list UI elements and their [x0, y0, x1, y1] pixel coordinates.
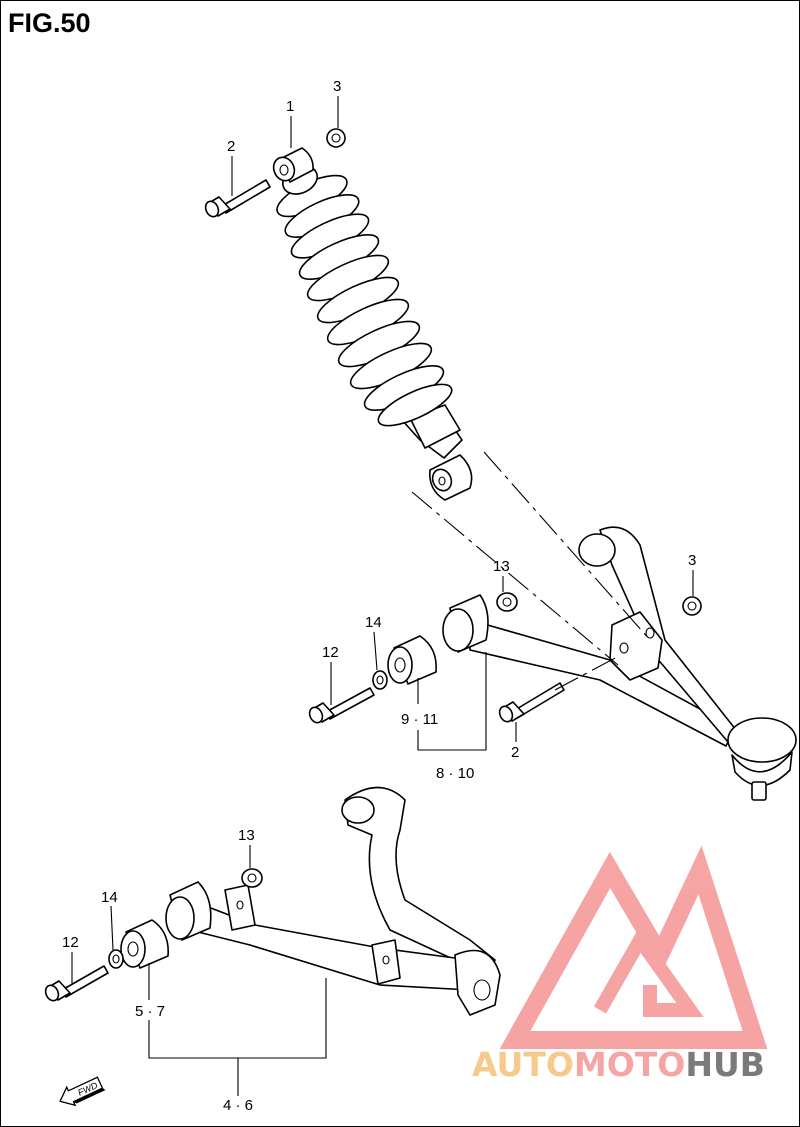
lower-arm-bushing: [120, 919, 169, 969]
shock-nut: [326, 128, 346, 148]
callout-labels: 1 3 2 3 13 14 12 9 · 11 2 8 · 10 13 14 1…: [62, 78, 696, 1114]
callout-lower-bolt-12: 12: [62, 934, 79, 951]
callout-lower-washer-14: 14: [101, 889, 118, 906]
upper-arm-bolt: [498, 682, 565, 723]
upper-arm-shock-bracket: [609, 611, 663, 681]
watermark-hub: HUB: [685, 1045, 765, 1084]
upper-arm-washer-14: [372, 670, 388, 690]
watermark-moto: MOTO: [574, 1045, 685, 1084]
lower-arm-bracket-front: [224, 884, 256, 931]
watermark-text: AUTOMOTOHUB: [472, 1045, 765, 1084]
watermark-g-shape: [593, 927, 704, 1017]
watermark-triangle: [499, 845, 768, 1049]
lower-arm-ball-joint-end: [454, 949, 501, 1016]
leader-lines: [71, 96, 694, 1096]
callout-shock-bolt: 2: [227, 138, 235, 155]
callout-upper-bushing: 9 · 11: [401, 711, 438, 728]
callout-upper-washer-14: 14: [365, 614, 382, 631]
callout-shock-nut: 3: [333, 78, 341, 95]
shock-bolt: [204, 179, 271, 218]
callout-upper-nut: 3: [688, 552, 696, 569]
upper-control-arm: [442, 526, 797, 801]
upper-arm-nut: [682, 596, 702, 616]
callout-lower-nut-13: 13: [238, 827, 255, 844]
callout-upper-nut-13: 13: [493, 558, 510, 575]
callout-lower-arm: 4 · 6: [223, 1097, 253, 1114]
lower-arm-nut-13: [241, 868, 263, 888]
lower-control-arm: [165, 786, 501, 1016]
upper-arm-nut-13: [496, 592, 518, 612]
upper-arm-bolt-12: [308, 687, 375, 724]
fwd-arrow-icon: [59, 1076, 104, 1107]
shock-coil-spring: [276, 174, 453, 427]
lower-arm-rear-tube: [344, 786, 496, 976]
watermark-auto: AUTO: [472, 1045, 574, 1084]
callout-shock-bushing: 1: [286, 98, 294, 115]
fwd-marker: FWD: [59, 1076, 106, 1107]
callout-upper-bolt: 2: [511, 744, 519, 761]
lower-arm-washer-14: [108, 949, 124, 969]
callout-upper-bolt-12: 12: [322, 644, 339, 661]
callout-lower-bushing: 5 · 7: [135, 1003, 165, 1020]
figure-title: FIG.50: [8, 8, 91, 38]
lower-arm-bolt-12: [44, 965, 109, 1002]
shock-bushing: [272, 147, 314, 183]
lower-arm-bracket-rear: [371, 939, 401, 985]
watermark-logo: [499, 845, 768, 1049]
upper-arm-rear-tube: [599, 526, 741, 743]
upper-arm-bushing: [387, 635, 437, 685]
upper-ball-joint: [727, 717, 797, 763]
shock-absorber: [276, 165, 473, 501]
callout-upper-arm: 8 · 10: [436, 765, 474, 782]
